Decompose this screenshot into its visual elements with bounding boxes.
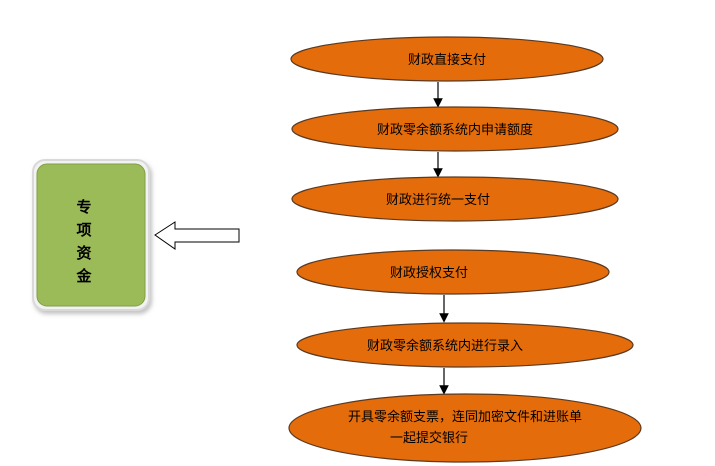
authorized-payment-node: 财政授权支付 [296,249,610,295]
unified-payment-label: 财政进行统一支付 [386,193,490,208]
special-fund-box: 专 项 资 金 [32,159,150,311]
apply-quota-node: 财政零余额系统内申请额度 [291,106,619,152]
system-entry-label: 财政零余额系统内进行录入 [367,338,523,354]
special-fund-label-line-4: 金 [75,267,92,285]
apply-quota-label: 财政零余额系统内申请额度 [377,122,533,138]
submit-bank-label-line-1: 开具零余额支票，连同加密文件和进账单 [348,409,582,425]
direct-payment-node: 财政直接支付 [290,36,604,82]
system-entry-node: 财政零余额系统内进行录入 [296,322,634,368]
hollow-left-arrow [154,221,240,250]
special-fund-box-inner [36,163,146,307]
special-fund-label-line-1: 专 [76,198,91,216]
unified-payment-node: 财政进行统一支付 [291,176,619,222]
special-fund-label-line-2: 项 [76,221,91,239]
special-fund-label-line-3: 资 [76,244,91,262]
submit-bank-node: 开具零余额支票，连同加密文件和进账单 一起提交银行 [288,393,642,463]
direct-payment-label: 财政直接支付 [408,52,486,68]
authorized-payment-label: 财政授权支付 [390,265,468,281]
submit-bank-label-line-2: 一起提交银行 [390,430,468,446]
